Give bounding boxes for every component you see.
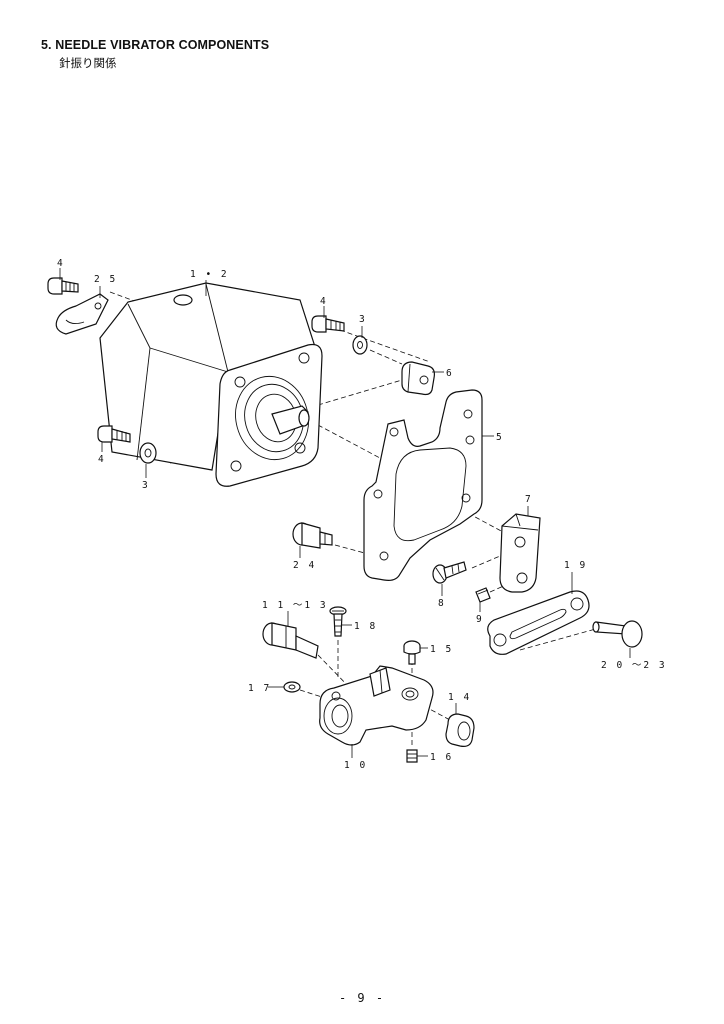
callout-11-13: 1 1 ～1 3 bbox=[262, 600, 328, 611]
callout-3-upper: 3 bbox=[359, 314, 367, 325]
callout-5: 5 bbox=[496, 432, 504, 443]
page-subtitle: 針振り関係 bbox=[59, 56, 117, 70]
cap-screw-24 bbox=[292, 522, 333, 549]
callout-15: 1 5 bbox=[430, 644, 453, 655]
pin-20-23 bbox=[592, 620, 643, 648]
header: 5. NEEDLE VIBRATOR COMPONENTS 針振り関係 bbox=[41, 38, 269, 71]
set-screw-16 bbox=[406, 749, 418, 763]
page-title: 5. NEEDLE VIBRATOR COMPONENTS bbox=[41, 38, 270, 52]
callout-1-2: 1 • 2 bbox=[190, 269, 229, 280]
screw-4-top-left bbox=[47, 277, 79, 295]
callout-4-upper: 4 bbox=[320, 296, 328, 307]
washer-3-lower bbox=[139, 442, 157, 464]
screw-8 bbox=[432, 561, 467, 584]
stepping-motor bbox=[99, 282, 323, 487]
bushing-14 bbox=[445, 713, 475, 747]
callout-4-top-left: 4 bbox=[57, 258, 65, 269]
vibrator-arm-10 bbox=[319, 665, 434, 746]
callout-24: 2 4 bbox=[293, 560, 316, 571]
leader-lines bbox=[59, 268, 631, 758]
screw-15 bbox=[403, 640, 421, 665]
washer-17 bbox=[283, 681, 301, 693]
screw-4-upper bbox=[311, 315, 345, 333]
clamp-25 bbox=[55, 293, 109, 335]
callout-3-lower: 3 bbox=[142, 480, 150, 491]
screw-4-lower bbox=[97, 425, 131, 443]
callout-19: 1 9 bbox=[564, 560, 587, 571]
callout-8: 8 bbox=[438, 598, 446, 609]
callout-4-lower: 4 bbox=[98, 454, 106, 465]
washer-3-upper bbox=[352, 335, 368, 355]
callout-6: 6 bbox=[446, 368, 454, 379]
callout-9: 9 bbox=[476, 614, 484, 625]
screw-18 bbox=[329, 606, 347, 637]
callout-25: 2 5 bbox=[94, 274, 117, 285]
block-7 bbox=[499, 513, 541, 593]
callout-10: 1 0 bbox=[344, 760, 367, 771]
callout-17: 1 7 bbox=[248, 683, 271, 694]
mounting-plate-5 bbox=[363, 389, 483, 581]
callout-7: 7 bbox=[525, 494, 533, 505]
callout-14: 1 4 bbox=[448, 692, 471, 703]
block-6 bbox=[401, 361, 435, 396]
callout-18: 1 8 bbox=[354, 621, 377, 632]
link-19 bbox=[487, 590, 590, 655]
callout-labels: 4 2 5 1 • 2 4 3 6 5 4 3 7 2 4 8 9 1 9 1 … bbox=[57, 258, 667, 771]
set-screw-9 bbox=[475, 587, 491, 603]
page-number: - 9 - bbox=[338, 991, 386, 1005]
stud-11-13 bbox=[262, 622, 319, 659]
callout-16: 1 6 bbox=[430, 752, 453, 763]
callout-20-23: 2 0 ～2 3 bbox=[601, 660, 667, 671]
